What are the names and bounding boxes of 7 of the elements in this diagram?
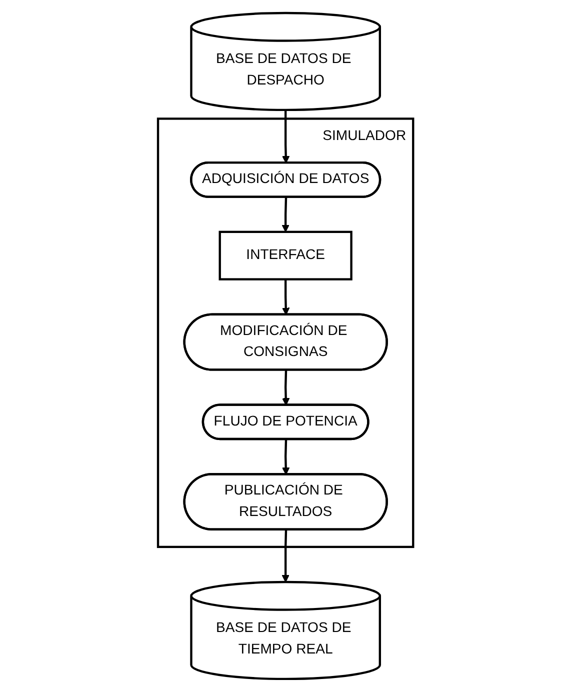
arrow: [282, 196, 290, 232]
arrow: [282, 370, 290, 406]
node-box: INTERFACE: [219, 230, 353, 280]
arrow: [282, 529, 290, 582]
arrow: [282, 438, 290, 474]
arrow: [282, 109, 290, 163]
arrow: [282, 278, 290, 315]
